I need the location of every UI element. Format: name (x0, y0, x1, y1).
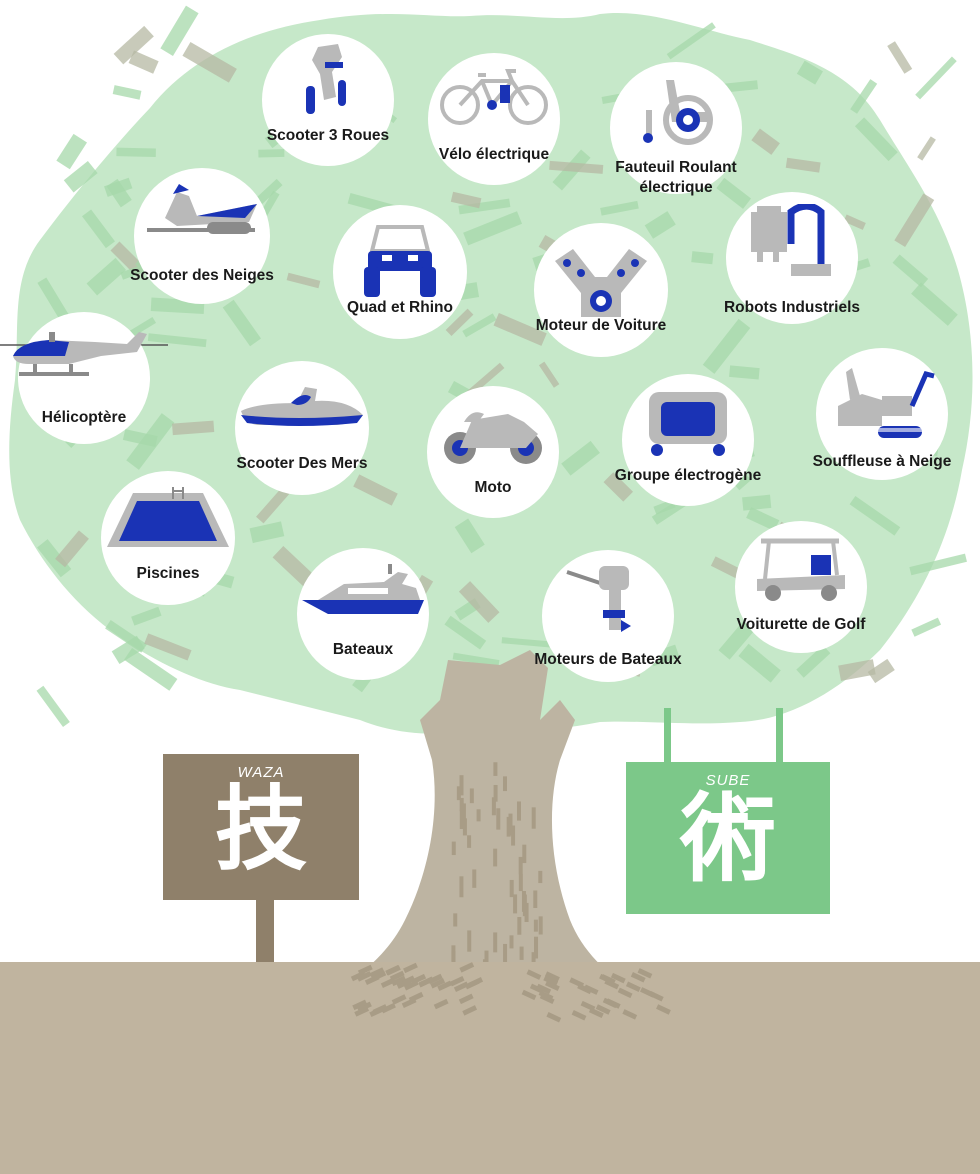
node-label: Scooter Des Mers (236, 455, 368, 472)
waza-sign-post (256, 890, 274, 980)
sube-sign-kanji: 術 (680, 782, 776, 895)
node-label: Moto (474, 479, 512, 496)
snow-blower-icon (822, 366, 942, 451)
golf-cart-icon (751, 535, 851, 610)
node-label: Hélicoptère (41, 409, 127, 426)
generator-icon (643, 388, 733, 463)
node-moteur-de-voiture: Moteur de Voiture (534, 223, 668, 357)
car-engine-icon (551, 243, 651, 328)
jet-ski-icon (237, 375, 367, 440)
node-scooter-des-neiges: Scooter des Neiges (130, 168, 274, 304)
node-groupe-electrogene: Groupe électrogène (615, 374, 761, 506)
boat-icon (298, 562, 428, 627)
node-piscines: Piscines (101, 471, 235, 605)
node-label: Moteurs de Bateaux (534, 651, 682, 668)
waza-sign: WAZA 技 (163, 754, 359, 900)
sube-sign-romaji: SUBE (705, 772, 751, 789)
waza-sign-kanji: 技 (214, 775, 307, 883)
node-label: Groupe électrogène (614, 467, 762, 484)
node-moto: Moto (427, 386, 559, 518)
sube-sign-hangers (664, 708, 783, 768)
industrial-robot-icon (747, 202, 837, 289)
node-velo-electrique: Vélo électrique (428, 53, 560, 185)
sube-sign: SUBE 術 (626, 762, 830, 914)
node-label: Vélo électrique (438, 146, 550, 163)
node-bateaux: Bateaux (297, 548, 429, 680)
node-moteurs-de-bateaux: Moteurs de Bateaux (534, 550, 682, 682)
node-souffleuse-a-neige: Souffleuse à Neige (813, 348, 951, 480)
node-label: Piscines (136, 565, 200, 582)
node-quad-et-rhino: Quad et Rhino (333, 205, 467, 339)
node-robots-industriels: Robots Industriels (724, 192, 860, 324)
node-label: Scooter 3 Roues (266, 127, 390, 144)
wheelchair-icon (626, 76, 726, 151)
outboard-motor-icon (563, 562, 653, 647)
node-helicoptere: Hélicoptère (13, 312, 150, 444)
motorcycle-icon (438, 400, 548, 475)
node-label: Bateaux (332, 641, 394, 658)
snowmobile-icon (137, 182, 267, 247)
node-fauteuil-roulant: Fauteuil Roulant électrique (610, 62, 742, 196)
side-by-side-vehicle-icon (360, 223, 440, 308)
waza-sign-romaji: WAZA (237, 764, 285, 781)
node-label: Robots Industriels (723, 299, 861, 316)
three-wheel-scooter-icon (298, 42, 358, 127)
swimming-pool-icon (103, 485, 233, 560)
node-label: Fauteuil Roulant électrique (615, 159, 737, 197)
node-scooter-des-mers: Scooter Des Mers (235, 361, 369, 495)
node-voiturette-de-golf: Voiturette de Golf (735, 521, 867, 653)
ground (0, 962, 980, 1174)
electric-bicycle-icon (434, 67, 554, 132)
node-scooter-3-roues: Scooter 3 Roues (262, 34, 394, 166)
node-label: Voiturette de Golf (736, 616, 866, 633)
roots (350, 962, 671, 1023)
node-label: Scooter des Neiges (130, 267, 274, 284)
node-label: Moteur de Voiture (535, 317, 667, 334)
node-label: Souffleuse à Neige (812, 453, 952, 470)
node-label: Quad et Rhino (347, 299, 453, 316)
helicopter-icon (9, 326, 159, 391)
